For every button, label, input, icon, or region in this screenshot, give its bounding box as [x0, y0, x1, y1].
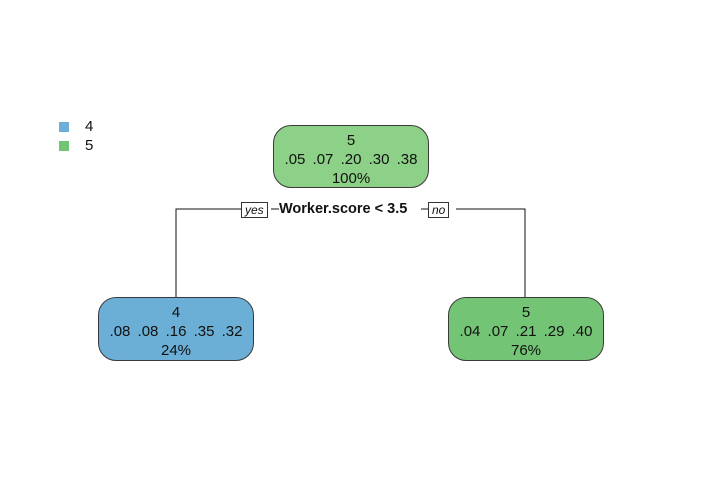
legend-label: 4: [85, 118, 94, 135]
left-leaf-node: 4 .08 .08 .16 .35 .32 24%: [98, 297, 254, 361]
node-probabilities: .05 .07 .20 .30 .38: [284, 151, 418, 168]
legend-swatch-4: [59, 121, 69, 132]
node-percent: 24%: [160, 342, 192, 359]
no-label: no: [428, 202, 450, 218]
legend-item-5: 5: [59, 136, 93, 155]
node-percent: 100%: [331, 170, 371, 187]
split-condition: Worker.score < 3.5: [279, 201, 408, 217]
node-class: 5: [346, 132, 356, 149]
legend-swatch-5: [59, 140, 69, 151]
node-class: 5: [521, 304, 531, 321]
root-node: 5 .05 .07 .20 .30 .38 100%: [273, 125, 429, 188]
edge-no: [456, 208, 526, 297]
legend-label: 5: [85, 137, 94, 154]
edge-yes: [175, 208, 241, 297]
right-leaf-node: 5 .04 .07 .21 .29 .40 76%: [448, 297, 604, 361]
node-probabilities: .04 .07 .21 .29 .40: [459, 323, 593, 340]
node-percent: 76%: [510, 342, 542, 359]
node-probabilities: .08 .08 .16 .35 .32: [109, 323, 243, 340]
legend-item-4: 4: [59, 117, 93, 136]
legend: 4 5: [59, 117, 93, 155]
yes-label: yes: [241, 202, 268, 218]
node-class: 4: [171, 304, 181, 321]
